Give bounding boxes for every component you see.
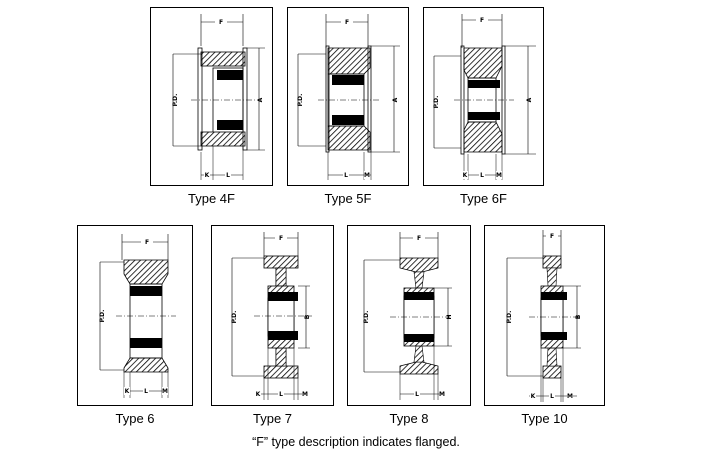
face-width-label: F [480, 17, 484, 24]
dim-l-label: L [279, 391, 283, 398]
dim-l-label: L [226, 172, 230, 179]
pitch-diameter-label: P.D. [99, 310, 106, 323]
dim-m-label: M [364, 172, 370, 179]
caption-type-6: Type 6 [115, 411, 155, 426]
dim-k-label: K [531, 393, 536, 400]
panel-type-4f: F P.D. A K L [150, 7, 273, 186]
face-width-label: F [550, 233, 554, 240]
dim-h-label: H [446, 314, 453, 319]
dim-m-label: M [496, 172, 502, 179]
dim-b-label: B [575, 314, 582, 319]
footnote: “F” type description indicates flanged. [252, 435, 460, 449]
dim-k-label: K [125, 388, 130, 395]
dim-k-label: K [205, 172, 210, 179]
outside-dim-label: A [257, 97, 264, 102]
drawing-type-6f: F P.D. A K L M [433, 14, 536, 180]
drawing-type-10: F P.D. B K L M [506, 230, 582, 402]
pitch-diameter-label: P.D. [231, 311, 238, 324]
face-width-label: F [345, 19, 349, 26]
drawing-type-5f: F P.D. A L M [297, 14, 400, 180]
outside-dim-label: A [392, 97, 399, 102]
pitch-diameter-label: P.D. [172, 94, 179, 107]
pitch-diameter-label: P.D. [433, 96, 440, 109]
dim-l-label: L [344, 172, 348, 179]
dim-l-label: L [550, 393, 554, 400]
caption-type-5f: Type 5F [324, 191, 372, 206]
dim-m-label: M [162, 388, 168, 395]
dim-l-label: L [480, 172, 484, 179]
dim-l-label: L [415, 391, 419, 398]
dim-m-label: M [567, 393, 573, 400]
caption-type-4f: Type 4F [188, 191, 235, 206]
face-width-label: F [219, 19, 223, 26]
drawing-type-8: F P.D. H L M [363, 232, 453, 400]
panel-type-5f: F P.D. A L M [287, 7, 409, 186]
dim-k-label: K [463, 172, 468, 179]
pitch-diameter-label: P.D. [297, 94, 304, 107]
panel-type-8: F P.D. H L M [347, 225, 471, 406]
dim-m-label: M [302, 391, 308, 398]
drawing-type-4f: F P.D. A K L [172, 14, 265, 180]
dim-b-label: B [304, 314, 311, 319]
panel-type-7: F P.D. B K L M [211, 225, 334, 406]
dim-m-label: M [439, 391, 445, 398]
face-width-label: F [279, 235, 283, 242]
panel-type-6f: F P.D. A K L M [423, 7, 544, 186]
outside-dim-label: A [526, 97, 533, 102]
drawing-type-7: F P.D. B K L M [231, 232, 312, 400]
face-width-label: F [145, 239, 149, 246]
dim-k-label: K [256, 391, 261, 398]
caption-type-8: Type 8 [389, 411, 429, 426]
drawing-type-6: F P.D. K L M [99, 234, 176, 398]
caption-type-10: Type 10 [521, 411, 568, 426]
caption-type-7: Type 7 [252, 411, 293, 426]
pitch-diameter-label: P.D. [506, 311, 513, 324]
face-width-label: F [417, 235, 421, 242]
panel-type-6: F P.D. K L M [77, 225, 193, 406]
dim-l-label: L [144, 388, 148, 395]
pitch-diameter-label: P.D. [363, 311, 370, 324]
caption-type-6f: Type 6F [460, 191, 507, 206]
panel-type-10: F P.D. B K L M [484, 225, 605, 406]
